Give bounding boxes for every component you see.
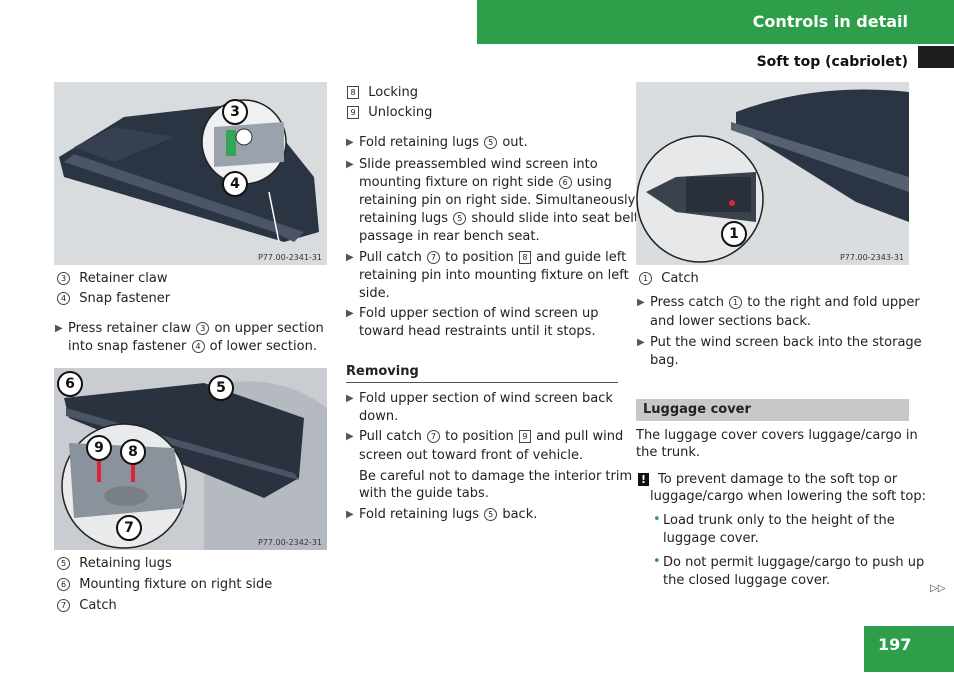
step-arrow-icon: ▶ [346,159,354,170]
bullet-item-cont: luggage cover. [663,531,759,546]
legend-item: 5 Retaining lugs [56,555,172,573]
continued-arrows-icon: ▷▷ [930,583,946,594]
instruction-step: Put the wind screen back into the storag… [650,335,922,350]
paragraph: the trunk. [636,445,701,460]
note-text: with the guide tabs. [359,486,489,501]
wind-screen-illustration-1 [54,82,327,265]
step-arrow-icon: ▶ [637,337,645,348]
bullet-item: Load trunk only to the height of the [663,513,895,528]
instruction-step-cont: retaining pin on right side. Simultaneou… [359,193,640,208]
luggage-cover-heading: Luggage cover [643,402,751,417]
instruction-step-cont: passage in rear bench seat. [359,229,540,244]
warning-icon: ! [638,473,649,486]
instruction-step-cont: mounting fixture on right side 6 using [359,175,612,190]
instruction-step: Fold upper section of wind screen up [359,306,599,321]
wind-screen-illustration-3 [636,82,909,265]
note-text: Be careful not to damage the interior tr… [359,469,633,484]
instruction-step-cont: into snap fastener 4 of lower section. [68,339,317,354]
instruction-step: Pull catch 7 to position 9 and pull wind [359,429,624,444]
instruction-step-cont: bag. [650,353,679,368]
instruction-step-cont: retaining lugs 5 should slide into seat … [359,211,639,226]
callout-4: 4 [222,171,248,197]
header-bar [477,0,954,44]
callout-8: 8 [120,439,146,465]
bullet-dot: • [653,554,661,569]
figure-code: P77.00-2341-31 [257,253,322,262]
step-arrow-icon: ▶ [346,393,354,404]
legend-item: 3 Retainer claw [56,270,167,288]
step-arrow-icon: ▶ [346,431,354,442]
luggage-cover-heading-bar: Luggage cover [636,399,909,421]
legend-item: 9 Unlocking [346,104,432,122]
section-tab-marker [918,46,954,68]
instruction-step: Fold upper section of wind screen back [359,391,613,406]
instruction-step: Fold retaining lugs 5 out. [359,135,528,150]
step-arrow-icon: ▶ [637,297,645,308]
figure-retaining-lugs: 6 5 9 8 7 P77.00-2342-31 [54,368,327,550]
warning-text: To prevent damage to the soft top or [658,472,898,487]
instruction-step: Slide preassembled wind screen into [359,157,598,172]
subsection-title: Soft top (cabriolet) [756,54,908,70]
callout-3: 3 [222,99,248,125]
heading-removing: Removing [346,364,419,379]
page-number: 197 [878,635,912,654]
warning-text: luggage/cargo when lowering the soft top… [650,489,926,504]
instruction-step-cont: and lower sections back. [650,314,812,329]
bullet-dot: • [653,512,661,527]
heading-rule [346,382,618,383]
step-arrow-icon: ▶ [346,137,354,148]
instruction-step-cont: toward head restraints until it stops. [359,324,596,339]
section-title: Controls in detail [752,12,908,31]
instruction-step-cont: screen out toward front of vehicle. [359,448,584,463]
bullet-item: Do not permit luggage/cargo to push up [663,555,925,570]
figure-retainer-claw: 3 4 P77.00-2341-31 [54,82,327,265]
figure-code: P77.00-2342-31 [257,538,322,547]
legend-item: 7 Catch [56,597,117,615]
instruction-step-cont: side. [359,286,390,301]
step-arrow-icon: ▶ [346,308,354,319]
callout-9: 9 [86,435,112,461]
instruction-step: Fold retaining lugs 5 back. [359,507,538,522]
instruction-step: Press catch 1 to the right and fold uppe… [650,295,920,310]
page-number-box: 197 [864,626,954,672]
bullet-item-cont: the closed luggage cover. [663,573,831,588]
callout-5: 5 [208,375,234,401]
instruction-step: Pull catch 7 to position 8 and guide lef… [359,250,627,265]
instruction-step-cont: retaining pin into mounting fixture on l… [359,268,629,283]
step-arrow-icon: ▶ [346,509,354,520]
callout-7: 7 [116,515,142,541]
callout-6: 6 [57,371,83,397]
step-arrow-icon: ▶ [346,252,354,263]
figure-catch: 1 P77.00-2343-31 [636,82,909,265]
callout-1: 1 [721,221,747,247]
legend-item: 4 Snap fastener [56,290,170,308]
instruction-step: Press retainer claw 3 on upper section [68,321,324,336]
figure-code: P77.00-2343-31 [839,253,904,262]
legend-item: 8 Locking [346,84,418,102]
legend-item: 1 Catch [638,270,699,288]
instruction-step-cont: down. [359,409,399,424]
paragraph: The luggage cover covers luggage/cargo i… [636,428,918,443]
legend-item: 6 Mounting fixture on right side [56,576,272,594]
step-arrow-icon: ▶ [55,323,63,334]
